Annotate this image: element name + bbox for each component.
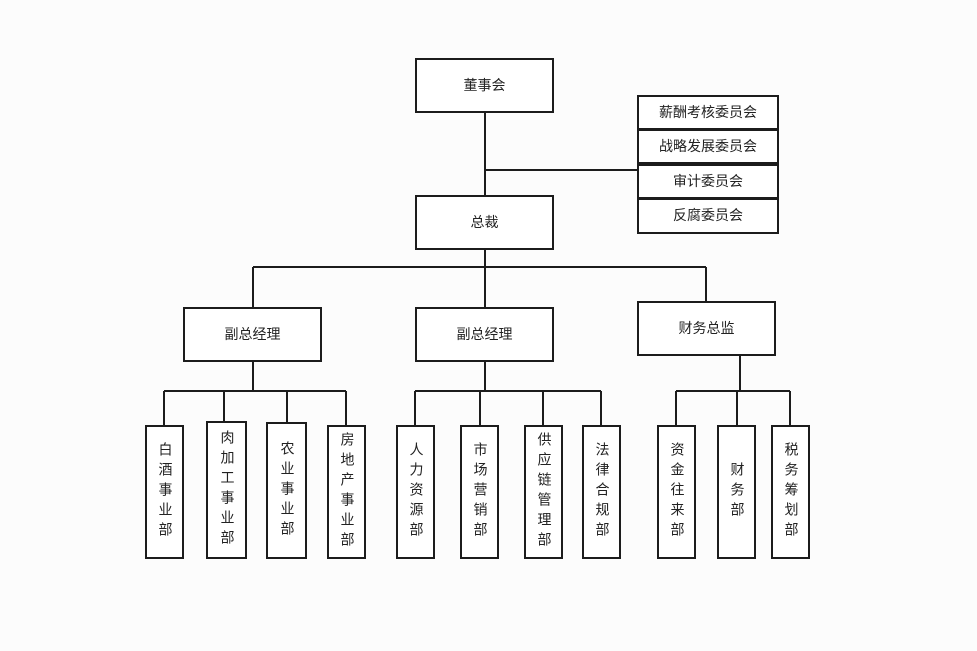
vp-box-1: 副总经理 xyxy=(183,307,322,362)
dept-label: 法律合规部 xyxy=(593,442,610,542)
dept-label: 人力资源部 xyxy=(407,442,424,542)
dept-label: 供应链管理部 xyxy=(535,432,552,552)
dept-label: 财务部 xyxy=(728,462,745,522)
dept-finance: 财务部 xyxy=(717,425,756,559)
dept-agriculture: 农业事业部 xyxy=(266,422,307,559)
committee-label: 审计委员会 xyxy=(673,173,743,190)
dept-label: 房地产事业部 xyxy=(338,432,355,552)
board-label: 董事会 xyxy=(463,77,506,94)
dept-marketing: 市场营销部 xyxy=(460,425,499,559)
dept-legal: 法律合规部 xyxy=(582,425,621,559)
committee-label: 薪酬考核委员会 xyxy=(659,104,757,121)
ceo-label: 总裁 xyxy=(470,214,499,231)
dept-meat-processing: 肉加工事业部 xyxy=(206,421,247,559)
cfo-label: 财务总监 xyxy=(678,320,735,337)
dept-label: 白酒事业部 xyxy=(156,442,173,542)
committee-label: 反腐委员会 xyxy=(673,208,743,224)
dept-tax-planning: 税务筹划部 xyxy=(771,425,810,559)
dept-hr: 人力资源部 xyxy=(396,425,435,559)
dept-real-estate: 房地产事业部 xyxy=(327,425,366,559)
vp-box-2: 副总经理 xyxy=(415,307,554,362)
dept-label: 肉加工事业部 xyxy=(218,430,235,550)
dept-baijiu: 白酒事业部 xyxy=(145,425,184,559)
vp-label: 副总经理 xyxy=(456,326,513,343)
committee-box-audit: 审计委员会 xyxy=(637,164,779,199)
ceo-box: 总裁 xyxy=(415,195,554,250)
dept-label: 市场营销部 xyxy=(471,442,488,542)
committee-box-compensation: 薪酬考核委员会 xyxy=(637,95,779,130)
committee-box-strategy: 战略发展委员会 xyxy=(637,129,779,164)
cfo-box: 财务总监 xyxy=(637,301,776,356)
dept-label: 资金往来部 xyxy=(668,442,685,542)
dept-label: 农业事业部 xyxy=(278,440,295,541)
committee-label: 战略发展委员会 xyxy=(659,138,757,155)
committee-box-anticorruption: 反腐委员会 xyxy=(637,198,779,234)
vp-label: 副总经理 xyxy=(224,326,281,343)
dept-treasury: 资金往来部 xyxy=(657,425,696,559)
dept-supply-chain: 供应链管理部 xyxy=(524,425,563,559)
board-box: 董事会 xyxy=(415,58,554,113)
dept-label: 税务筹划部 xyxy=(782,442,799,542)
